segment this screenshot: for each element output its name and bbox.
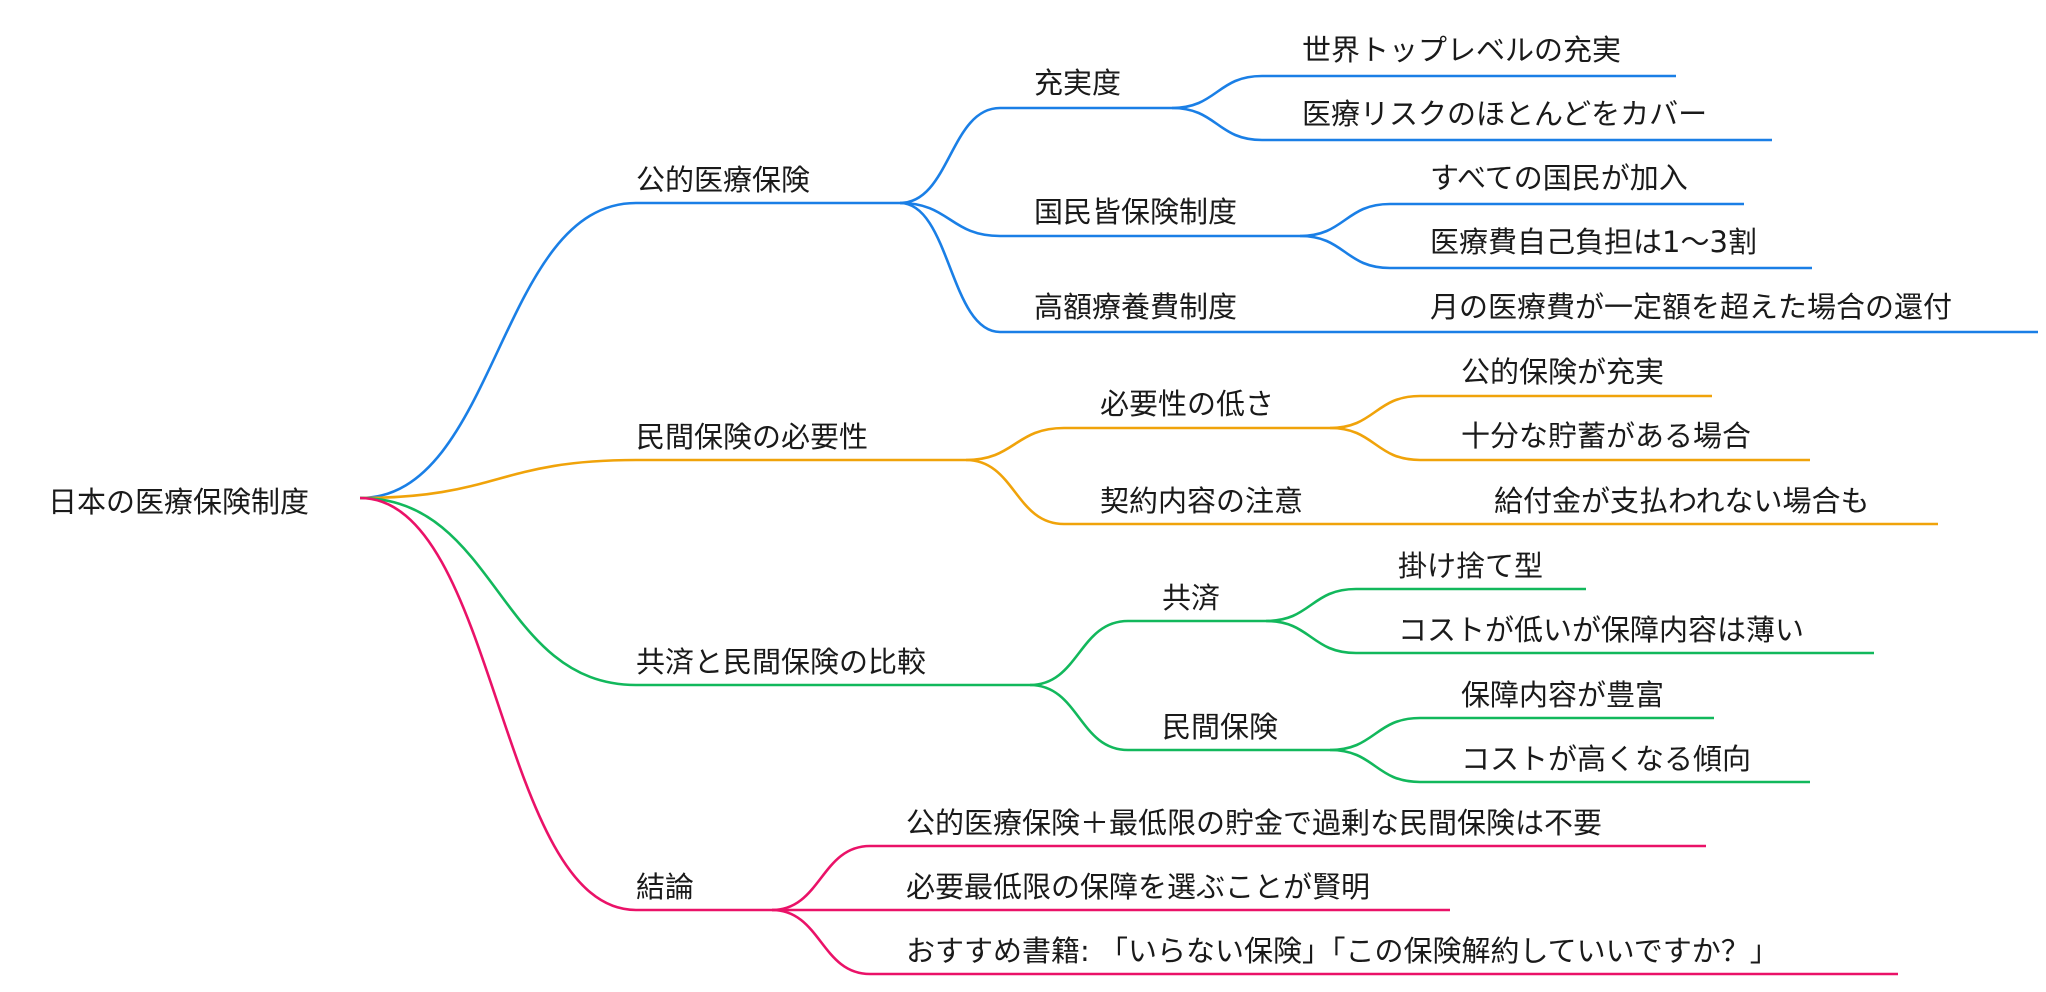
connector-edge [1329, 716, 1421, 752]
connector-edge [359, 458, 637, 500]
connector-edge [965, 458, 1065, 526]
connector-edge [359, 496, 637, 687]
connector-edge [1171, 106, 1263, 142]
connector-edge [359, 201, 637, 500]
connector-edge [359, 496, 637, 912]
connector-edge [771, 908, 871, 976]
node-label: 充実度 [1034, 66, 1121, 100]
connector-edge [1171, 74, 1263, 110]
leaf-label: コストが高くなる傾向 [1461, 742, 1751, 776]
node-label: 国民皆保険制度 [1034, 195, 1237, 229]
connector-edge [899, 201, 1001, 238]
branch-label-public-insurance: 公的医療保険 [636, 163, 810, 197]
branch-label-conclusion: 結論 [636, 870, 694, 904]
leaf-label: 給付金が支払われない場合も [1494, 484, 1870, 518]
connector-edge [965, 426, 1065, 462]
leaf-label: 公的医療保険＋最低限の貯金で過剰な民間保険は不要 [906, 806, 1602, 840]
root-node-label: 日本の医療保険制度 [48, 485, 309, 519]
leaf-label: 公的保険が充実 [1461, 355, 1664, 389]
connector-edge [1265, 619, 1357, 655]
leaf-label: 月の医療費が一定額を超えた場合の還付 [1430, 290, 1952, 324]
connector-edge [1299, 202, 1391, 238]
node-label: 契約内容の注意 [1100, 484, 1303, 518]
connector-edge [1329, 748, 1421, 784]
leaf-label: 医療リスクのほとんどをカバー [1302, 97, 1707, 131]
leaf-label: コストが低いが保障内容は薄い [1398, 613, 1804, 647]
connector-edge [899, 201, 1001, 334]
leaf-label: 掛け捨て型 [1398, 549, 1543, 583]
leaf-label: おすすめ書籍: 「いらない保険」「この保険解約していいですか？」 [906, 934, 1779, 968]
connector-edge [1329, 394, 1421, 430]
connector-edge [1029, 619, 1129, 687]
node-label: 民間保険 [1162, 710, 1278, 744]
node-label: 高額療養費制度 [1034, 290, 1237, 324]
connector-edge [1299, 234, 1391, 270]
mindmap-underlines [636, 74, 2038, 976]
mindmap-edges [359, 74, 1421, 976]
branch-label-comparison: 共済と民間保険の比較 [636, 645, 926, 679]
leaf-label: 医療費自己負担は1〜3割 [1430, 225, 1757, 259]
node-label: 共済 [1162, 581, 1220, 615]
leaf-label: 十分な貯蓄がある場合 [1461, 419, 1751, 453]
leaf-label: 必要最低限の保障を選ぶことが賢明 [906, 870, 1370, 904]
mindmap-labels: 日本の医療保険制度 公的医療保険 充実度 世界トップレベルの充実 医療リスクのほ… [48, 33, 1952, 968]
connector-edge [1329, 426, 1421, 462]
connector-edge [1265, 587, 1357, 623]
node-label: 必要性の低さ [1100, 387, 1274, 421]
leaf-label: 世界トップレベルの充実 [1302, 33, 1621, 67]
connector-edge [1029, 683, 1129, 752]
connector-edge [899, 106, 1001, 205]
leaf-label: 保障内容が豊富 [1461, 678, 1664, 712]
connector-edge [771, 844, 871, 912]
leaf-label: すべての国民が加入 [1430, 161, 1688, 195]
branch-label-private-insurance: 民間保険の必要性 [636, 420, 868, 454]
